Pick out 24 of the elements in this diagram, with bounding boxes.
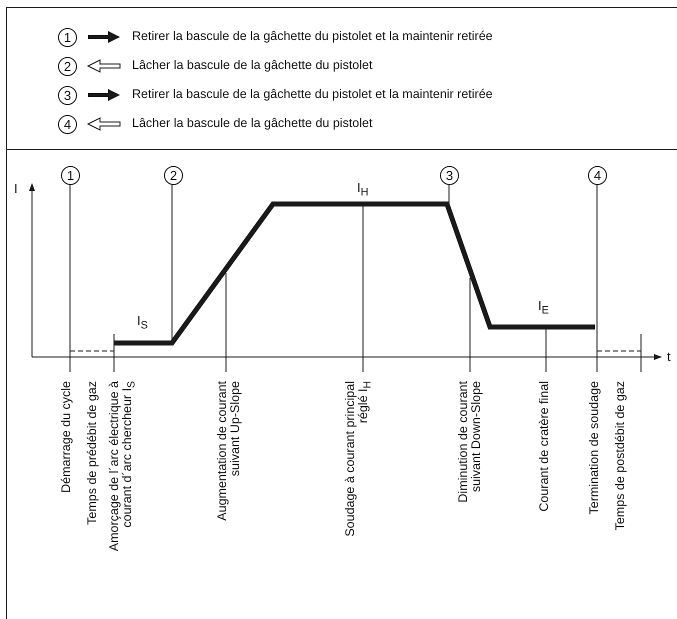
step-number: 2 (164, 166, 183, 185)
legend-text: Lâcher la bascule de la gâchette du pistolet (132, 116, 372, 130)
phase-label: Courant de cratère final (538, 381, 551, 514)
legend-text: Retirer la bascule de la gâchette du pistolet et la maintenir retirée (132, 29, 493, 43)
current-label: I$_{H}$ (357, 180, 368, 199)
phase-label: Temps de prédébit de gaz (86, 381, 99, 527)
step-number: 2 (58, 57, 77, 76)
current-label: I$_{S}$ (137, 313, 148, 332)
phase-label: Diminution de courant suivant Down-Slope (457, 381, 483, 505)
axis-label: t (667, 349, 671, 364)
phase-label: Augmentation de courant suivant Up-Slope (216, 381, 242, 523)
step-number: 4 (588, 166, 607, 185)
phase-label: Démarrage du cycle (60, 381, 73, 495)
step-number: 1 (58, 28, 77, 47)
phase-label: Termination de soudage (588, 381, 601, 516)
current-label: I$_{E}$ (538, 298, 549, 317)
step-number: 4 (58, 115, 77, 134)
axis-label: I (14, 181, 18, 196)
phase-label: Temps de postdébit de gaz (614, 381, 627, 532)
step-number: 3 (440, 166, 459, 185)
legend-text: Retirer la bascule de la gâchette du pistolet et la maintenir retirée (132, 87, 493, 101)
step-number: 3 (58, 86, 77, 105)
legend-text: Lâcher la bascule de la gâchette du pistolet (132, 58, 372, 72)
step-number: 1 (61, 166, 80, 185)
